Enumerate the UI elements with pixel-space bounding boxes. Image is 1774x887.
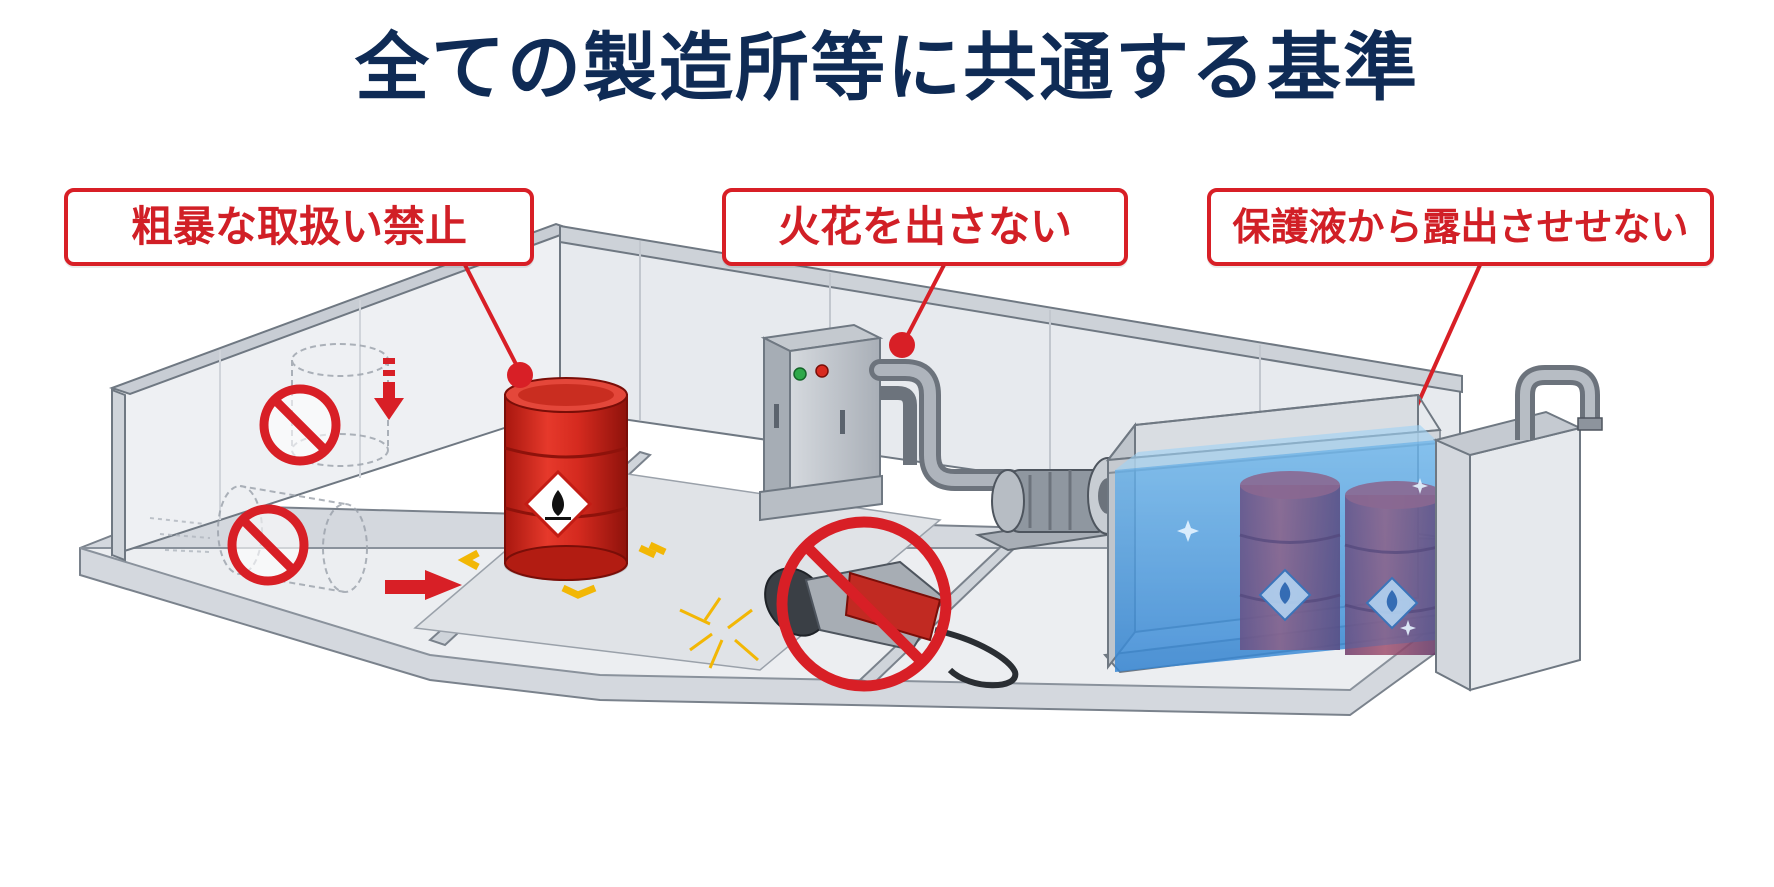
- prohibited-icon: [227, 504, 309, 586]
- floor-marking: [457, 541, 667, 599]
- spark-icon: [679, 597, 759, 669]
- control-panel-icon: [759, 323, 884, 522]
- pipe-icon: [869, 359, 1021, 491]
- label-no-sparks: 火花を出さない: [722, 188, 1128, 266]
- sparkle-icon: [1177, 478, 1428, 636]
- prohibited-icon: [259, 384, 341, 466]
- label-rough-handling: 粗暴な取扱い禁止: [64, 188, 534, 266]
- flame-hazard-icon: [523, 469, 593, 539]
- barrel-icon: [1239, 471, 1341, 650]
- down-arrow-icon: [374, 358, 404, 420]
- red-barrel-icon: [457, 377, 667, 599]
- prohibited-icon: [776, 516, 952, 692]
- rough-handling-area: [149, 343, 462, 600]
- page-title: 全ての製造所等に共通する基準: [355, 25, 1419, 111]
- protective-liquid-tank: [1102, 365, 1603, 692]
- label-protective-liquid: 保護液から露出させせない: [1207, 188, 1714, 266]
- grinder-icon: [679, 516, 1019, 692]
- right-arrow-icon: [385, 570, 462, 600]
- pipe-icon: [1515, 365, 1603, 440]
